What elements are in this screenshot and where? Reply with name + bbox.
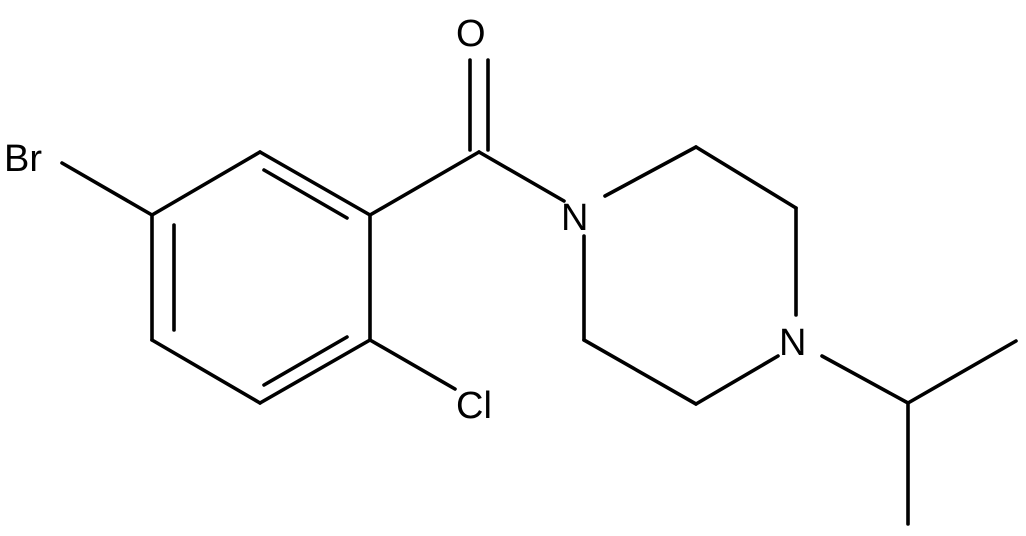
ring-bond-c1-c2 xyxy=(258,150,372,217)
piperazine-bond-cc-cd xyxy=(582,338,698,406)
bond-ring-carbonyl xyxy=(368,150,481,217)
ring-bond-c5-c6 xyxy=(258,338,372,405)
ring-bond-c2-c3 xyxy=(150,150,262,217)
bromine-label: Br xyxy=(4,138,42,180)
oxygen-label: O xyxy=(456,13,486,55)
ring-double-bond-inner-1 xyxy=(262,168,349,220)
ring-double-bond-inner-3 xyxy=(262,335,349,387)
ring-bond-c4-c5 xyxy=(150,338,262,405)
isopropyl-methyl-upper xyxy=(906,339,1018,405)
chlorine-label: Cl xyxy=(456,385,492,427)
bond-nitrogen-isopropyl xyxy=(820,354,910,405)
amide-nitrogen-label: N xyxy=(561,197,588,239)
piperazine-bond-ca-cb xyxy=(694,145,798,210)
amine-nitrogen-label: N xyxy=(779,322,806,364)
piperazine-bond-n1-ca xyxy=(603,145,698,198)
bond-ring-chlorine xyxy=(368,338,457,391)
bond-carbonyl-nitrogen xyxy=(477,150,566,203)
bond-ring-bromine xyxy=(60,161,154,217)
piperazine-bond-n4-cc xyxy=(694,354,780,406)
piperazine-ring xyxy=(582,145,798,406)
benzene-ring xyxy=(150,150,372,405)
